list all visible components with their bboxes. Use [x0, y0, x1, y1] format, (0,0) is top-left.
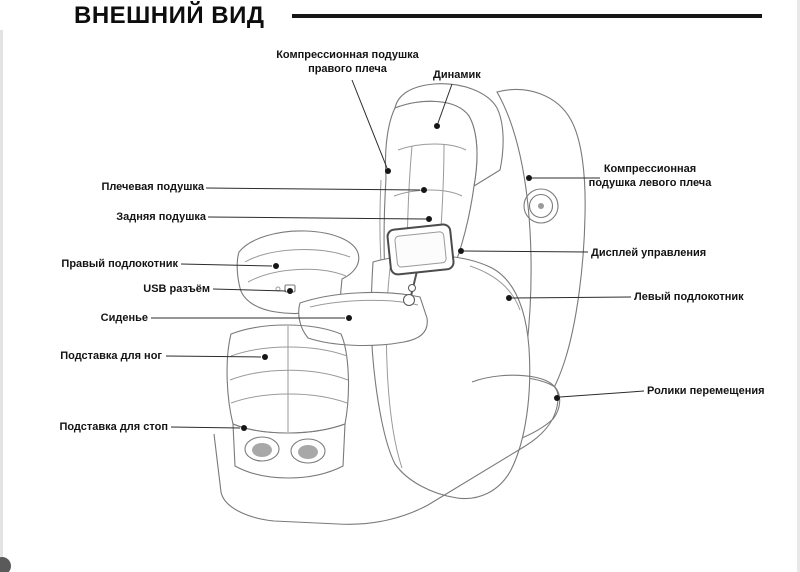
- dot-shoulder: [421, 187, 427, 193]
- dot-footrest: [262, 354, 268, 360]
- dot-back: [426, 216, 432, 222]
- control-display: [386, 223, 455, 306]
- chair-outer-shell: [496, 88, 586, 422]
- leader-rollers: [559, 390, 645, 398]
- label-control-display: Дисплей управления: [591, 247, 707, 259]
- dot-left-armrest: [506, 295, 512, 301]
- leader-footrest: [165, 355, 262, 358]
- leader-speaker: [437, 83, 453, 124]
- label-right-shoulder-compression-cushion: Компрессионная подушка правого плеча: [276, 49, 419, 76]
- title-rule: [292, 14, 762, 18]
- label-left-shoulder-compression-cushion: Компрессионная подушка левого плеча: [588, 163, 712, 190]
- label-back-cushion: Задняя подушка: [116, 211, 206, 223]
- label-seat: Сиденье: [100, 312, 148, 324]
- leader-usb: [212, 288, 287, 292]
- leader-display: [463, 250, 589, 253]
- page-title: ВНЕШНИЙ ВИД: [74, 2, 265, 29]
- label-usb-port: USB разъём: [143, 283, 210, 295]
- label-right-armrest: Правый подлокотник: [61, 258, 178, 270]
- leader-left-armrest: [511, 296, 632, 299]
- leader-lines: [151, 79, 645, 429]
- dot-usb: [287, 288, 293, 294]
- dot-rollers: [554, 395, 560, 401]
- chair-right-armrest: [236, 230, 360, 315]
- dot-seat: [346, 315, 352, 321]
- chair-base: [213, 374, 559, 525]
- leader-shoulder: [205, 187, 421, 191]
- dot-comp-left: [526, 175, 532, 181]
- label-moving-rollers: Ролики перемещения: [647, 385, 765, 397]
- leader-foot-stand: [170, 426, 241, 429]
- dot-comp-right: [385, 168, 391, 174]
- page-edge-left: [0, 30, 3, 572]
- dot-right-armrest: [273, 263, 279, 269]
- scan-artifact: [0, 557, 11, 572]
- label-left-armrest: Левый подлокотник: [634, 291, 744, 303]
- label-foot-rest: Подставка для стоп: [59, 421, 168, 433]
- callout-dots: [241, 123, 560, 431]
- label-leg-rest: Подставка для ног: [60, 350, 162, 362]
- dot-speaker: [434, 123, 440, 129]
- chair-left-armrest-panel: [370, 254, 531, 500]
- dot-foot-stand: [241, 425, 247, 431]
- leader-back: [207, 216, 427, 220]
- chair-foot-wells: [232, 423, 346, 479]
- page-edge-right: [797, 0, 800, 572]
- leader-comp-right: [351, 79, 388, 169]
- label-speaker: Динамик: [433, 69, 481, 81]
- leader-right-armrest: [180, 263, 273, 267]
- dot-display: [458, 248, 464, 254]
- chair-seat: [298, 291, 428, 347]
- label-shoulder-cushion: Плечевая подушка: [101, 181, 204, 193]
